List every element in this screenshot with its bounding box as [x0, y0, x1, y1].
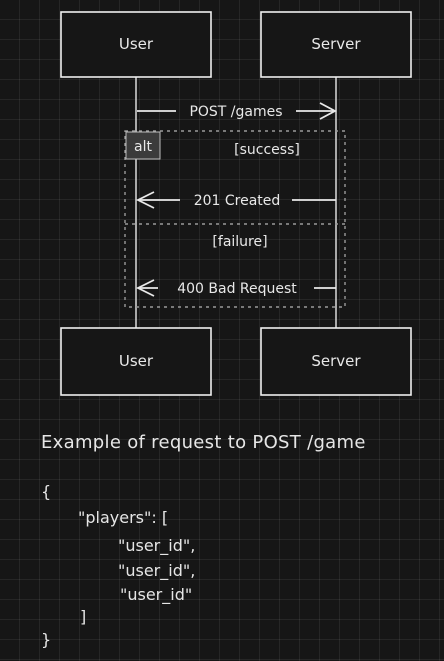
bad-request-label: 400 Bad Request [177, 281, 297, 297]
failure-guard: [failure] [212, 234, 267, 250]
user-participant-bottom: User [60, 327, 212, 396]
arrowhead-left-icon [135, 191, 155, 209]
server-participant-top-label: Server [311, 35, 361, 53]
arrowhead-left-icon [135, 279, 155, 297]
alt-tag-label: alt [134, 139, 152, 155]
user-participant-bottom-label: User [119, 352, 154, 370]
alt-fragment: alt [success] [failure] [124, 130, 346, 308]
user-participant-top: User [60, 11, 212, 78]
arrowhead-right-icon [319, 102, 337, 120]
server-participant-bottom: Server [260, 327, 412, 396]
bad-request-message: 400 Bad Request [135, 279, 336, 297]
alt-tag [125, 131, 161, 160]
user-participant-top-label: User [119, 35, 154, 53]
success-guard: [success] [234, 142, 300, 158]
post-games-label: POST /games [189, 104, 282, 120]
server-participant-top: Server [260, 11, 412, 78]
created-label: 201 Created [194, 193, 281, 209]
created-message: 201 Created [135, 191, 336, 209]
post-games-message: POST /games [137, 102, 337, 120]
server-participant-bottom-label: Server [311, 352, 361, 370]
